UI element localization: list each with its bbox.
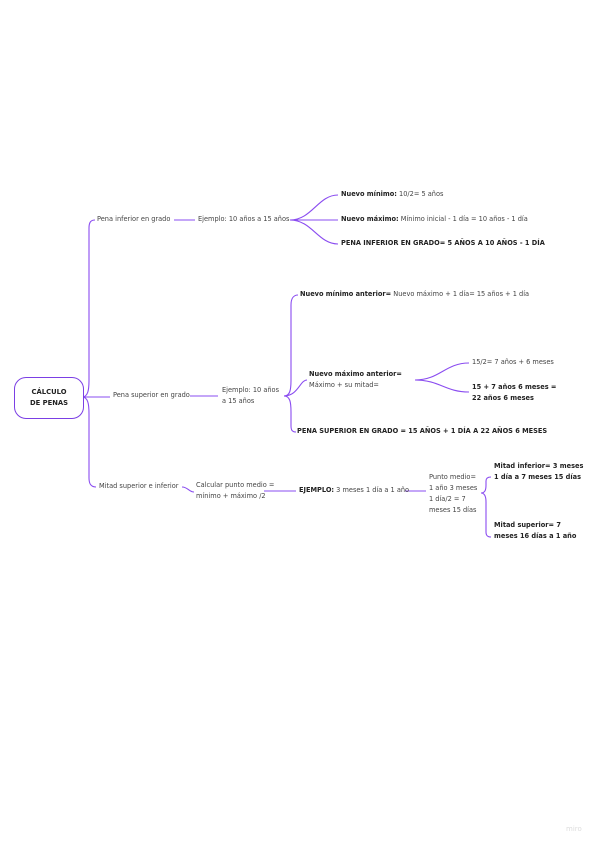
line: Ejemplo: 10 años bbox=[222, 386, 280, 394]
line: meses 15 días bbox=[429, 506, 477, 514]
link-mitad-calc bbox=[181, 486, 195, 493]
line: 1 año 3 meses bbox=[429, 484, 478, 492]
value: Máximo + su mitad= bbox=[309, 381, 379, 389]
label: EJEMPLO: bbox=[299, 486, 335, 494]
line: Calcular punto medio = bbox=[196, 481, 275, 489]
link-max-sum bbox=[414, 379, 470, 393]
node-calcular[interactable]: Calcular punto medio = mínimo + máximo /2 bbox=[196, 480, 274, 502]
line: Punto medio= bbox=[429, 473, 476, 481]
line: Mitad superior= 7 bbox=[494, 521, 561, 529]
value: Mínimo inicial - 1 día = 10 años - 1 día bbox=[398, 215, 528, 223]
node-pena-superior-result[interactable]: PENA SUPERIOR EN GRADO = 15 AÑOS + 1 DÍA… bbox=[297, 427, 548, 435]
node-nuevo-maximo-anterior[interactable]: Nuevo máximo anterior= Máximo + su mitad= bbox=[309, 369, 402, 391]
label: Nuevo máximo: bbox=[341, 215, 399, 223]
node-pena-inferior-result[interactable]: PENA INFERIOR EN GRADO= 5 AÑOS A 10 AÑOS… bbox=[341, 238, 545, 249]
node-example-1[interactable]: Ejemplo: 10 años a 15 años bbox=[198, 215, 290, 223]
node-mitad-inferior[interactable]: Mitad inferior= 3 meses 1 día a 7 meses 1… bbox=[494, 461, 583, 483]
node-half[interactable]: 15/2= 7 años + 6 meses bbox=[472, 358, 554, 366]
line: 1 día/2 = 7 bbox=[429, 495, 466, 503]
link-ex2-min bbox=[283, 294, 299, 397]
line: 22 años 6 meses bbox=[472, 394, 534, 402]
node-pena-inferior[interactable]: Pena inferior en grado bbox=[97, 215, 171, 223]
line: 15 + 7 años 6 meses = bbox=[472, 383, 557, 391]
node-punto-medio[interactable]: Punto medio= 1 año 3 meses 1 día/2 = 7 mese… bbox=[429, 472, 477, 516]
link-ex2-result bbox=[283, 395, 297, 433]
link-ex2-max bbox=[283, 379, 308, 397]
node-example-3[interactable]: EJEMPLO: 3 meses 1 día a 1 año bbox=[299, 485, 409, 496]
link-root-inferior bbox=[81, 219, 96, 398]
label: Nuevo mínimo anterior= bbox=[300, 290, 392, 298]
label: PENA INFERIOR EN GRADO= 5 AÑOS A 10 AÑOS… bbox=[341, 239, 545, 247]
label: Nuevo mínimo: bbox=[341, 190, 397, 198]
root-node[interactable]: CÁLCULO DE PENAS bbox=[14, 377, 84, 419]
node-nuevo-minimo-anterior[interactable]: Nuevo mínimo anterior= Nuevo máximo + 1 … bbox=[300, 289, 529, 300]
line: mínimo + máximo /2 bbox=[196, 492, 266, 500]
node-mitad[interactable]: Mitad superior e inferior bbox=[99, 482, 179, 490]
link-mid-upper bbox=[480, 492, 492, 538]
node-sum[interactable]: 15 + 7 años 6 meses = 22 años 6 meses bbox=[472, 382, 556, 404]
node-mitad-superior[interactable]: Mitad superior= 7 meses 16 días a 1 año bbox=[494, 520, 576, 542]
value: 3 meses 1 día a 1 año bbox=[334, 486, 410, 494]
link-root-mitad bbox=[81, 396, 97, 488]
value: 10/2= 5 años bbox=[396, 190, 444, 198]
node-nuevo-maximo[interactable]: Nuevo máximo: Mínimo inicial - 1 día = 1… bbox=[341, 214, 528, 225]
root-line2: DE PENAS bbox=[29, 399, 69, 407]
line: a 15 años bbox=[222, 397, 255, 405]
node-example-2[interactable]: Ejemplo: 10 años a 15 años bbox=[222, 385, 279, 407]
link-max-half bbox=[414, 362, 470, 381]
link-ex1-result bbox=[289, 219, 339, 245]
node-pena-superior[interactable]: Pena superior en grado bbox=[113, 391, 190, 399]
node-nuevo-minimo[interactable]: Nuevo mínimo: 10/2= 5 años bbox=[341, 189, 443, 200]
line: Mitad inferior= 3 meses bbox=[494, 462, 584, 470]
line: 1 día a 7 meses 15 días bbox=[494, 473, 582, 481]
label: Nuevo máximo anterior= bbox=[309, 370, 402, 378]
link-ex1-min bbox=[289, 194, 339, 221]
link-mid-lower bbox=[480, 476, 492, 494]
line: meses 16 días a 1 año bbox=[494, 532, 577, 540]
miro-watermark: miro bbox=[566, 825, 582, 833]
value: Nuevo máximo + 1 día= 15 años + 1 día bbox=[391, 290, 530, 298]
root-line1: CÁLCULO bbox=[31, 388, 67, 396]
